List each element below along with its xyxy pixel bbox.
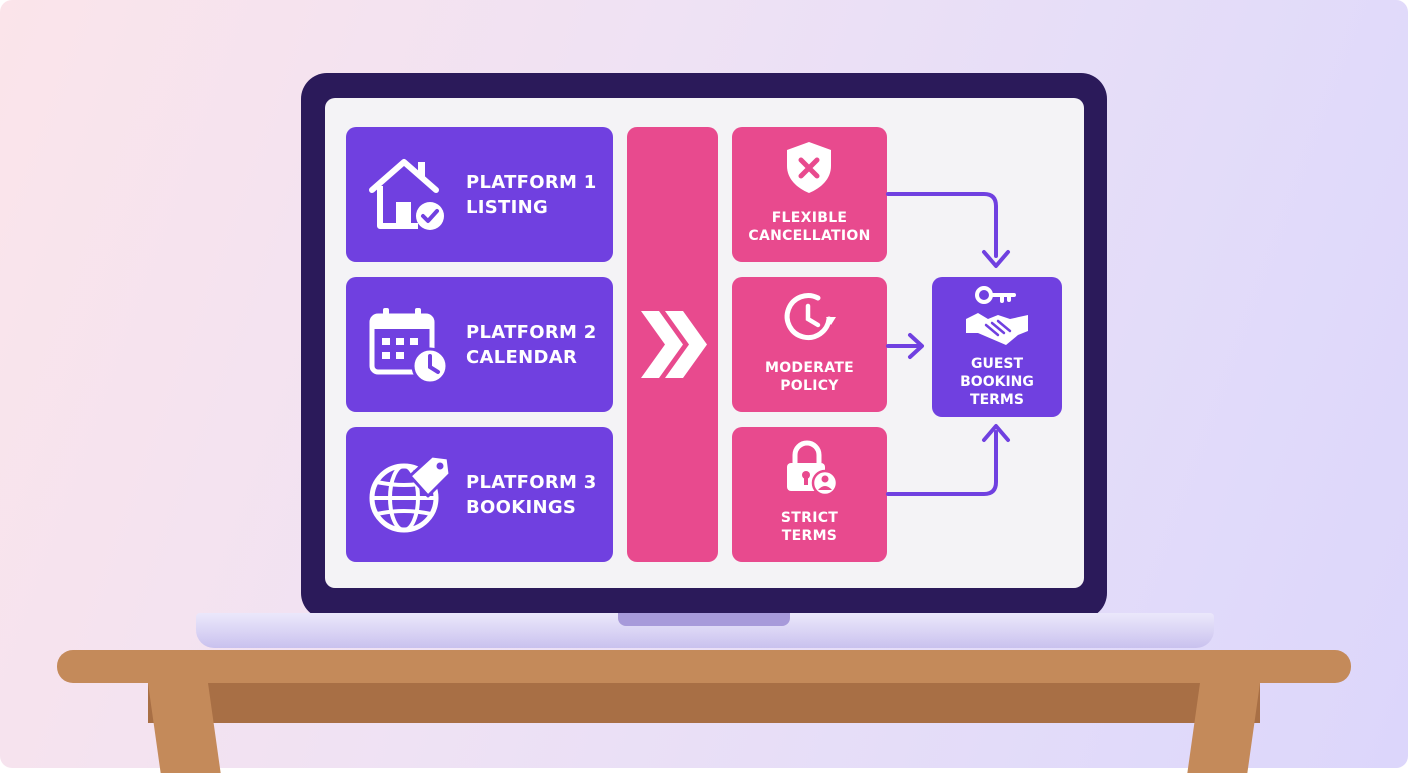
platform-label: PLATFORM 2 CALENDAR (466, 321, 597, 368)
calendar-clock-icon (369, 308, 449, 385)
result-label: GUEST BOOKING TERMS (960, 356, 1034, 408)
policy-label: FLEXIBLE CANCELLATION (748, 210, 871, 244)
policy-card-strict: STRICT TERMS (732, 427, 887, 562)
table-leg-right (1187, 683, 1260, 773)
platform-card-bookings: PLATFORM 3 BOOKINGS (346, 427, 613, 562)
table-leg-left (148, 683, 221, 773)
key-handshake-icon (966, 286, 1028, 345)
result-card-guest-booking-terms: GUEST BOOKING TERMS (932, 277, 1062, 417)
table-apron (148, 683, 1260, 723)
policy-label: STRICT TERMS (780, 510, 839, 544)
platform-label: PLATFORM 3 BOOKINGS (466, 471, 597, 518)
platform-card-calendar: PLATFORM 2 CALENDAR (346, 277, 613, 412)
table-top (57, 650, 1351, 683)
laptop-notch (618, 613, 790, 626)
platform-label: PLATFORM 1 LISTING (466, 171, 597, 218)
policy-label: MODERATE POLICY (764, 360, 855, 394)
policy-card-flexible: FLEXIBLE CANCELLATION (732, 127, 887, 262)
merge-bar (627, 127, 718, 562)
house-check-icon (369, 159, 444, 230)
globe-tag-icon (369, 454, 452, 533)
shield-x-icon (787, 142, 831, 193)
clock-refresh-icon (784, 293, 836, 341)
policy-card-moderate: MODERATE POLICY (732, 277, 887, 412)
double-chevron-right-icon (641, 311, 707, 378)
platform-card-listing: PLATFORM 1 LISTING (346, 127, 613, 262)
lock-user-icon (787, 440, 837, 495)
